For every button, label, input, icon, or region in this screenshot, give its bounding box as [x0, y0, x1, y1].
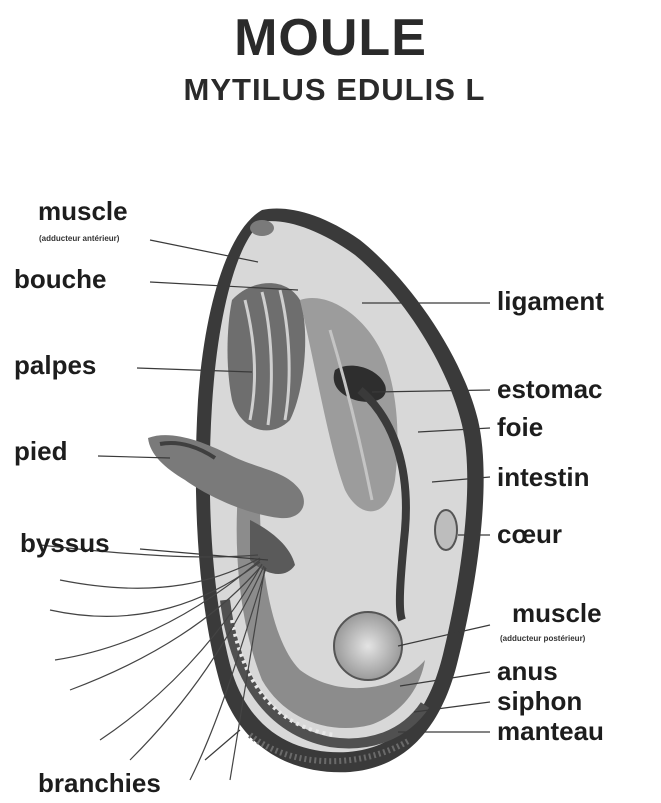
label-intestin: intestin — [497, 462, 589, 493]
anterior-adductor-muscle — [250, 220, 274, 236]
label-bouche: bouche — [14, 264, 106, 295]
label-foie: foie — [497, 412, 543, 443]
label-siphon: siphon — [497, 686, 582, 717]
label-muscle-posterior-note: (adducteur postérieur) — [500, 634, 585, 643]
label-byssus: byssus — [20, 528, 110, 559]
label-anus: anus — [497, 656, 558, 687]
label-palpes: palpes — [14, 350, 96, 381]
label-muscle-anterior-note: (adducteur antérieur) — [39, 234, 119, 243]
label-manteau: manteau — [497, 716, 604, 747]
label-muscle-anterior: muscle — [38, 196, 128, 227]
label-pied: pied — [14, 436, 67, 467]
label-estomac: estomac — [497, 374, 603, 405]
posterior-adductor-muscle — [334, 612, 402, 680]
heart — [435, 510, 457, 550]
label-branchies: branchies — [38, 768, 161, 799]
label-muscle-posterior: muscle — [512, 598, 602, 629]
label-coeur: cœur — [497, 519, 562, 550]
label-ligament: ligament — [497, 286, 604, 317]
